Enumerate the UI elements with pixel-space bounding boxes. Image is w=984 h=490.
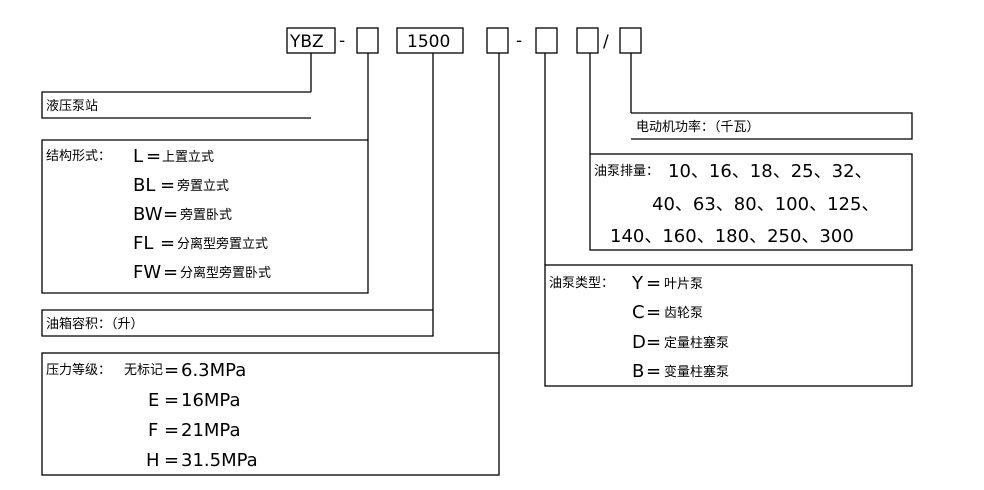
pressure-code: F [148, 420, 158, 441]
code-box-motor [619, 27, 642, 54]
structure-text: 分离型旁置立式 [177, 236, 268, 252]
code-slash: / [603, 32, 609, 52]
pumptype-text: 定量柱塞泵 [664, 335, 729, 351]
pressure-code: E [148, 390, 159, 411]
box-tank [41, 309, 434, 337]
pressure-eq: = [164, 420, 179, 441]
code-capacity: 1500 [407, 32, 450, 52]
pumptype-eq: = [646, 302, 661, 323]
code-box-capacity [396, 27, 464, 54]
pumptype-text: 变量柱塞泵 [664, 364, 729, 380]
pressure-text: 31.5MPa [181, 450, 258, 471]
structure-eq: = [160, 175, 175, 196]
station-label: 液压泵站 [46, 99, 98, 114]
structure-text: 旁置立式 [177, 178, 229, 194]
box-structure [41, 139, 369, 294]
structure-code: FL [133, 233, 153, 254]
pressure-text: 6.3MPa [181, 360, 246, 381]
box-pressure [41, 352, 500, 476]
pumptype-label: 油泵类型： [549, 276, 614, 291]
structure-text: 上置立式 [162, 150, 214, 165]
displacement-line: 140、160、180、250、300 [610, 226, 854, 247]
structure-eq: = [163, 262, 178, 283]
structure-code: BW [133, 204, 163, 225]
pumptype-eq: = [646, 273, 661, 294]
displacement-line: 10、16、18、25、32、 [668, 161, 873, 182]
structure-text: 分离型旁置卧式 [180, 265, 271, 281]
structure-text: 旁置卧式 [180, 207, 232, 223]
code-dash-1: - [339, 31, 345, 51]
structure-eq: = [146, 146, 161, 167]
pressure-eq: = [164, 390, 179, 411]
pumptype-text: 叶片泵 [664, 277, 703, 292]
pumptype-code: C [632, 302, 645, 323]
structure-label: 结构形式： [46, 149, 111, 164]
pumptype-eq: = [646, 332, 661, 353]
code-box-displacement [576, 27, 599, 54]
pumptype-code: Y [631, 273, 644, 294]
structure-code: L [133, 146, 143, 167]
displacement-line: 40、63、80、100、125、 [652, 194, 879, 215]
structure-list: L = 上置立式 BL = 旁置立式 BW = 旁置卧式 FL = 分离型旁置立… [133, 146, 271, 283]
box-displacement [589, 153, 913, 251]
pressure-label: 压力等级： [46, 362, 111, 378]
pumptype-text: 齿轮泵 [664, 306, 703, 321]
motor-label: 电动机功率：（千瓦） [636, 119, 760, 135]
code-box-structure [356, 27, 379, 54]
tank-label: 油箱容积：（升） [46, 316, 144, 332]
box-station [41, 91, 311, 119]
structure-code: BL [133, 175, 155, 196]
code-prefix: YBZ [289, 32, 324, 52]
structure-eq: = [160, 233, 175, 254]
pressure-eq: = [164, 450, 179, 471]
structure-eq: = [163, 204, 178, 225]
pressure-code: H [146, 450, 160, 471]
code-box-pressure [486, 27, 509, 54]
pressure-text: 21MPa [181, 420, 241, 441]
displacement-label: 油泵排量： [594, 164, 659, 179]
pumptype-code: D [632, 332, 646, 353]
structure-code: FW [133, 262, 161, 283]
code-dash-2: - [516, 31, 522, 51]
pressure-text: 16MPa [181, 390, 241, 411]
code-box-pumptype [535, 27, 558, 54]
box-pumptype [544, 264, 913, 387]
pressure-code: 无标记 [124, 363, 163, 378]
box-motor [631, 112, 913, 140]
pumptype-code: B [632, 361, 644, 382]
pumptype-eq: = [646, 361, 661, 382]
pressure-eq: = [164, 360, 179, 381]
